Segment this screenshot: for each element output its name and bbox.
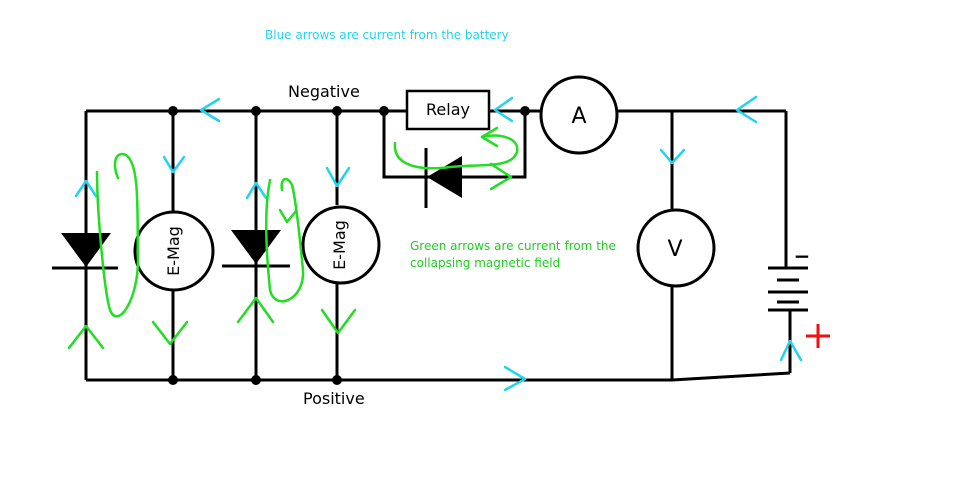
battery — [768, 266, 808, 312]
relay-diode — [424, 148, 462, 208]
blue-arrow-right-icon — [503, 365, 527, 392]
blue-arrow-left-icon — [493, 96, 514, 123]
blue-note: Blue arrows are current from the battery — [265, 28, 509, 42]
blue-arrow-left-icon — [735, 95, 758, 124]
battery-minus-label: − — [794, 244, 811, 268]
blue-arrow-up-icon — [74, 179, 98, 198]
left-diode-triangle-icon — [61, 233, 111, 267]
middle-diode — [222, 230, 290, 268]
green-arrow-down-icon — [320, 308, 357, 335]
positive-rail — [86, 371, 791, 382]
blue-arrow-up-icon — [245, 181, 268, 200]
green-arrows — [67, 126, 519, 350]
green-current-loop-left — [95, 152, 140, 318]
green-current-loop-middle — [264, 177, 305, 303]
green-note-line-2: collapsing magnetic field — [410, 256, 560, 270]
positive-rail-label: Positive — [303, 389, 365, 408]
junction-dot — [251, 106, 261, 116]
blue-arrow-up-icon — [779, 339, 803, 362]
ammeter-circle — [539, 75, 619, 155]
green-arrow-left-icon — [480, 126, 499, 148]
junctions — [168, 106, 530, 385]
green-note-line-1: Green arrows are current from the — [410, 239, 616, 253]
relay-diode-triangle-icon — [427, 156, 462, 198]
junction-dot — [332, 106, 342, 116]
ammeter-label: A — [571, 104, 586, 129]
blue-arrows — [74, 95, 803, 392]
blue-arrow-left-icon — [199, 97, 221, 123]
green-arrow-down-icon — [278, 208, 298, 224]
junction-dot — [332, 375, 342, 385]
relay-box — [405, 89, 491, 131]
blue-arrow-down-icon — [325, 166, 351, 188]
voltmeter-circle — [636, 208, 716, 288]
negative-rail-label: Negative — [288, 82, 360, 101]
left-emag-circle — [133, 210, 215, 292]
green-arrow-up-icon — [236, 296, 275, 324]
right-emag-label: E-Mag — [330, 220, 349, 270]
relay-label: Relay — [426, 100, 470, 119]
voltmeter-label: V — [667, 237, 682, 262]
blue-arrow-down-icon — [659, 148, 686, 165]
junction-dot — [379, 106, 389, 116]
battery-plus-sign-icon — [806, 324, 830, 348]
blue-arrow-down-icon — [162, 155, 186, 174]
right-emag-circle — [301, 205, 381, 285]
junction-dot — [251, 375, 261, 385]
left-emag-label: E-Mag — [164, 226, 183, 276]
junction-dot — [520, 106, 530, 116]
green-arrow-right-icon — [489, 162, 513, 191]
junction-dot — [168, 375, 178, 385]
green-arrow-up-icon — [67, 324, 105, 350]
left-diode — [52, 233, 118, 270]
junction-dot — [168, 106, 178, 116]
green-arrow-down-icon — [151, 320, 189, 346]
middle-diode-triangle-icon — [231, 230, 281, 264]
